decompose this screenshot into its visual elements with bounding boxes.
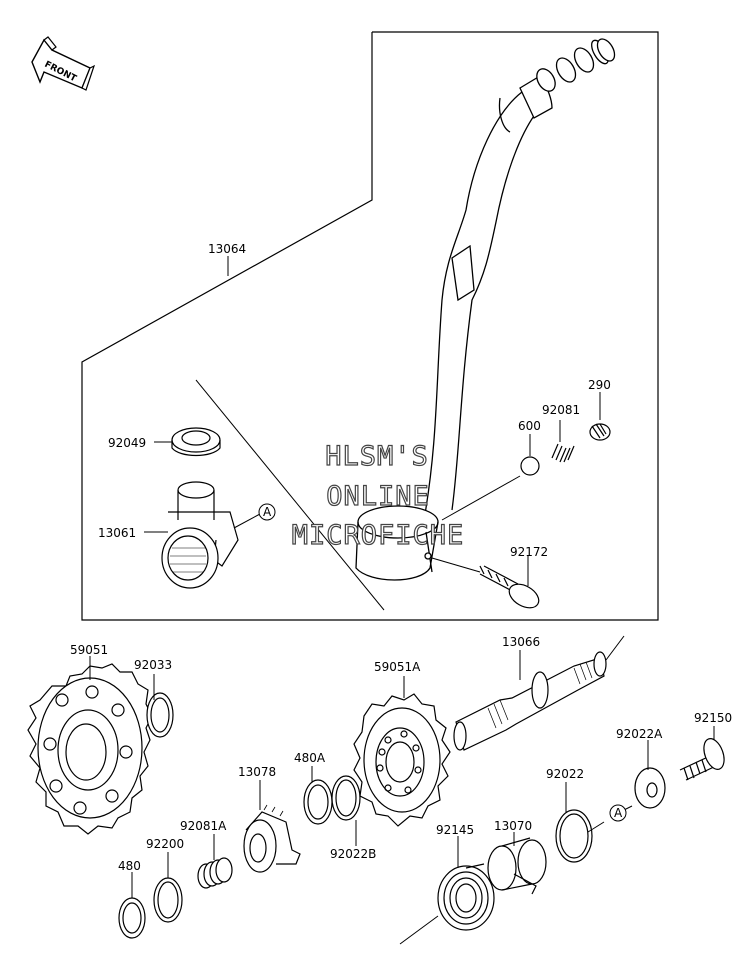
kick-lever-grip bbox=[519, 38, 616, 119]
washer-92022B bbox=[331, 775, 361, 821]
ref-marker-a-bottom: A bbox=[609, 804, 627, 822]
callout-92022B: 92022B bbox=[330, 847, 376, 861]
washer-92022A bbox=[634, 767, 666, 809]
callout-13061: 13061 bbox=[98, 526, 136, 540]
assembly-slant-line bbox=[195, 379, 385, 611]
callout-92081: 92081 bbox=[542, 403, 580, 417]
callout-480: 480 bbox=[118, 859, 141, 873]
bolt-92150 bbox=[679, 738, 725, 781]
ref-marker-a-top: A bbox=[258, 503, 276, 521]
washer-92200 bbox=[153, 877, 183, 923]
leader-lines bbox=[89, 256, 715, 898]
spring-92081 bbox=[551, 443, 575, 463]
callout-13070: 13070 bbox=[494, 819, 532, 833]
callout-13064: 13064 bbox=[208, 242, 246, 256]
gear-59051 bbox=[27, 663, 153, 835]
callout-92172: 92172 bbox=[510, 545, 548, 559]
svg-text:A: A bbox=[614, 806, 623, 820]
callout-13078: 13078 bbox=[238, 765, 276, 779]
svg-text:A: A bbox=[263, 505, 272, 519]
callout-290: 290 bbox=[588, 378, 611, 392]
washer-92022 bbox=[555, 809, 593, 863]
spring-92145 bbox=[399, 863, 495, 945]
callout-600: 600 bbox=[518, 419, 541, 433]
callout-59051: 59051 bbox=[70, 643, 108, 657]
circlip-480A bbox=[303, 779, 333, 825]
bracket-13061 bbox=[161, 481, 239, 589]
callout-92022A: 92022A bbox=[616, 727, 663, 741]
callout-92022: 92022 bbox=[546, 767, 584, 781]
gear-59051A bbox=[353, 693, 451, 827]
washer-92049 bbox=[171, 427, 221, 457]
callout-59051A: 59051A bbox=[374, 660, 421, 674]
circlip-480 bbox=[118, 897, 146, 939]
callout-92145: 92145 bbox=[436, 823, 474, 837]
ball-600 bbox=[520, 456, 540, 476]
plug-290 bbox=[589, 423, 611, 441]
callout-92150: 92150 bbox=[694, 711, 732, 725]
bolt-92172 bbox=[479, 565, 540, 609]
callout-92049: 92049 bbox=[108, 436, 146, 450]
callout-92200: 92200 bbox=[146, 837, 184, 851]
spring-92081A bbox=[197, 857, 233, 889]
circlip-92033 bbox=[146, 692, 174, 738]
front-direction-arrow: FRONT bbox=[31, 36, 96, 91]
callout-480A: 480A bbox=[294, 751, 326, 765]
assembly-outline bbox=[81, 31, 659, 621]
collar-13070 bbox=[487, 837, 547, 895]
shaft-13066 bbox=[453, 635, 625, 751]
callout-92081A: 92081A bbox=[180, 819, 227, 833]
callout-92033: 92033 bbox=[134, 658, 172, 672]
kick-lever-boss bbox=[355, 505, 439, 581]
callout-13066: 13066 bbox=[502, 635, 540, 649]
pinion-13078 bbox=[243, 804, 301, 873]
kick-lever-arm bbox=[355, 38, 616, 581]
